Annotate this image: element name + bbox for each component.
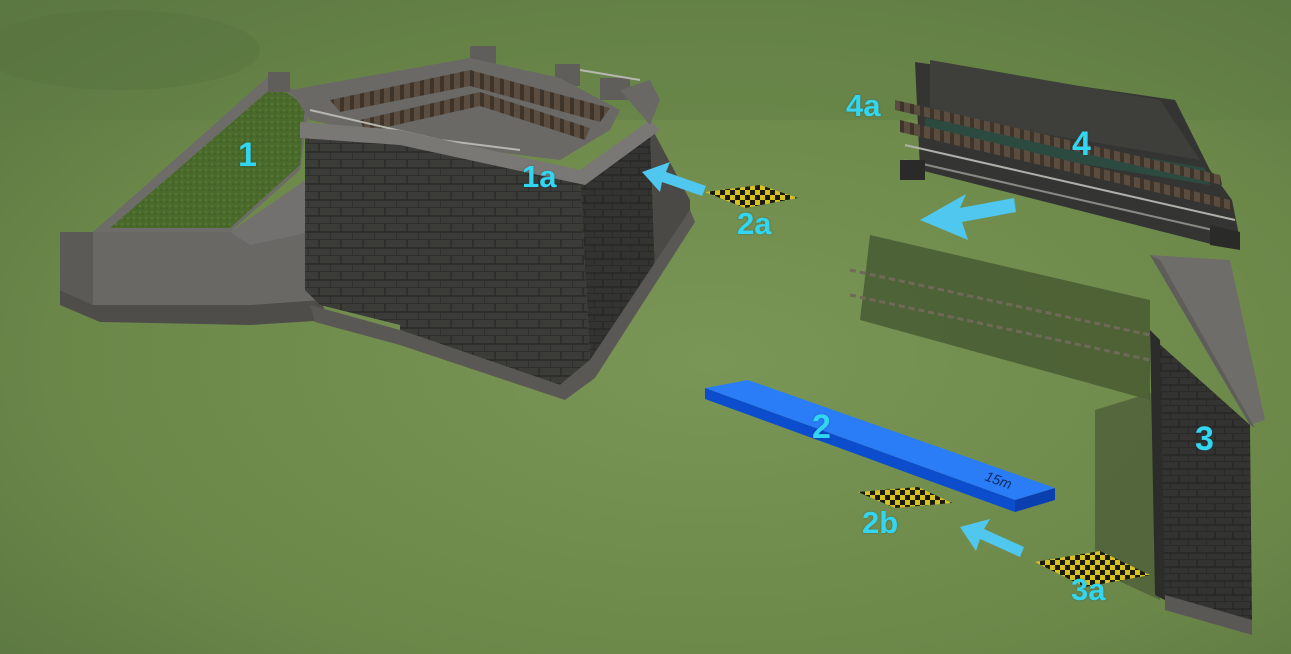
label-1a: 1a xyxy=(522,161,556,192)
label-2: 2 xyxy=(812,410,831,444)
label-2a: 2a xyxy=(737,208,771,239)
label-3: 3 xyxy=(1195,422,1214,456)
label-2b: 2b xyxy=(862,507,898,538)
arrow-left-icon xyxy=(640,160,710,205)
arrow-up-left-icon xyxy=(958,517,1028,562)
arrow-down-left-icon xyxy=(918,190,1018,245)
label-3a: 3a xyxy=(1071,574,1105,605)
label-4: 4 xyxy=(1072,127,1091,161)
label-4a: 4a xyxy=(846,90,880,121)
label-1: 1 xyxy=(238,138,257,172)
